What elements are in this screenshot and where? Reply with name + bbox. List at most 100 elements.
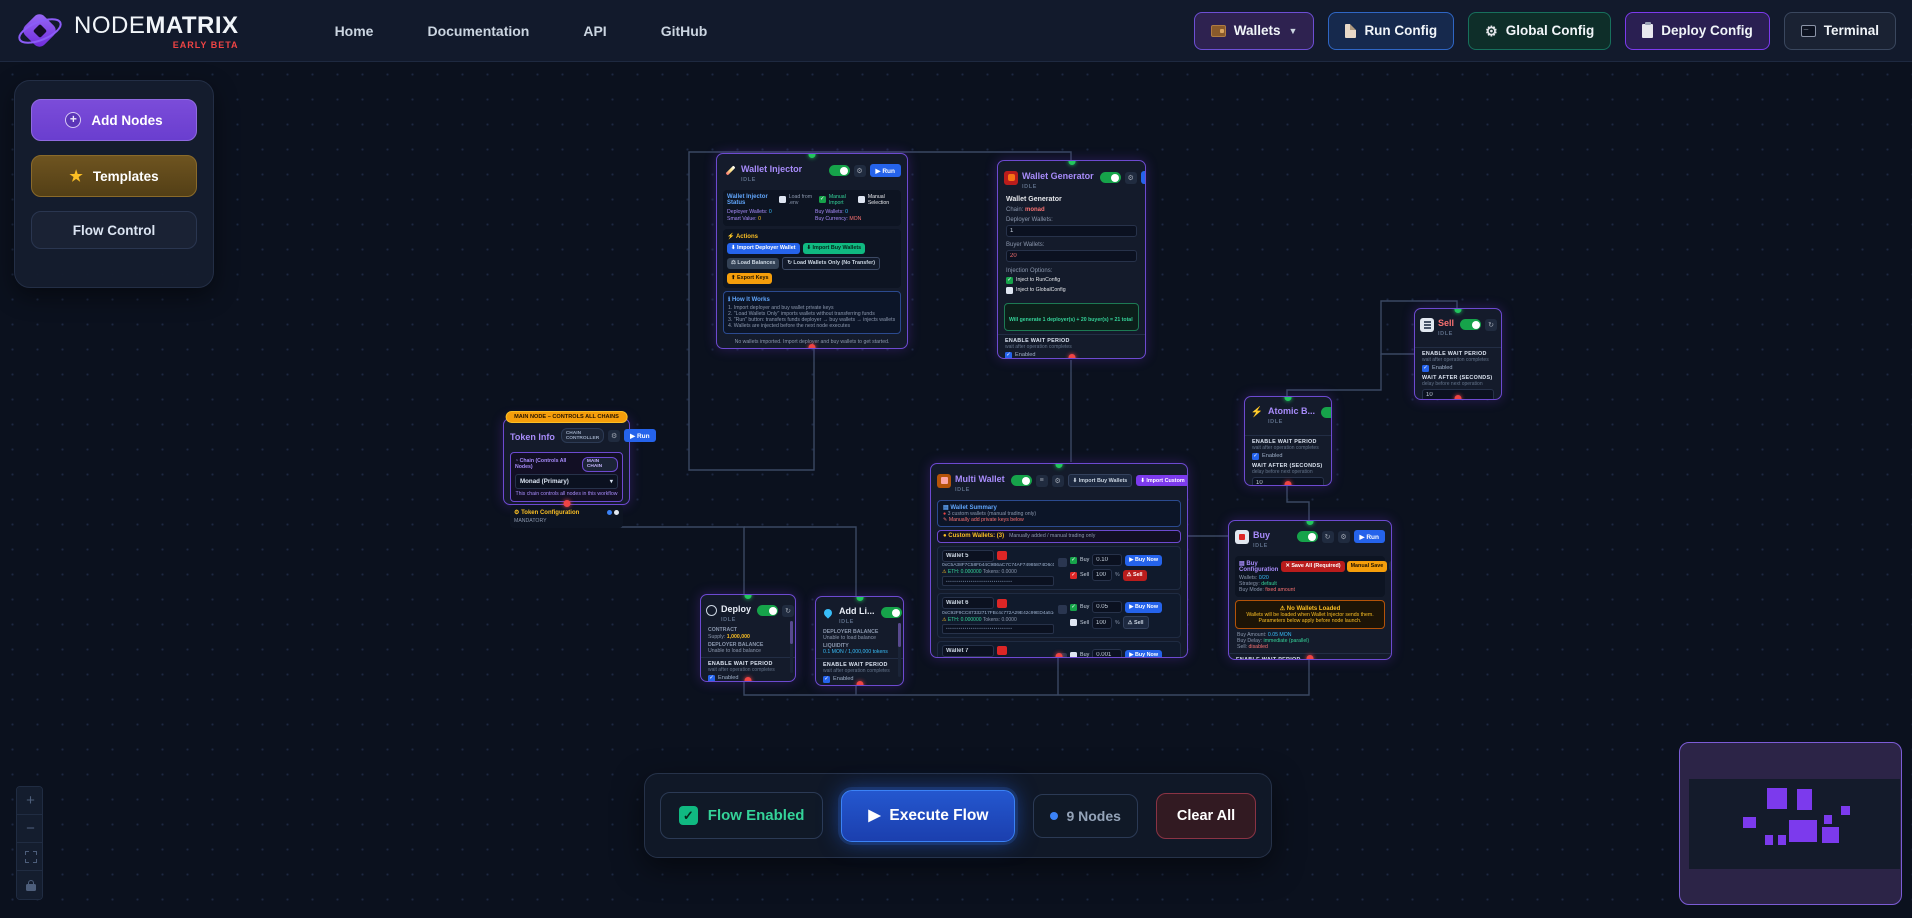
output-handle[interactable] xyxy=(1068,354,1075,359)
nav-link-github[interactable]: GitHub xyxy=(661,23,708,39)
checkbox[interactable] xyxy=(779,196,786,203)
enabled-checkbox[interactable] xyxy=(708,675,715,682)
inject-runconfig-checkbox[interactable] xyxy=(1006,277,1013,284)
node-refresh-icon[interactable]: ↻ xyxy=(1485,319,1497,331)
buy-amount-input[interactable] xyxy=(1092,601,1122,613)
node-wallet-injector[interactable]: Wallet InjectorIDLE ⚙ ▶ Run Wallet Injec… xyxy=(716,153,908,349)
node-run-button[interactable]: ▶ Run xyxy=(1354,530,1385,543)
node-enabled-toggle[interactable] xyxy=(1011,475,1032,486)
node-sell[interactable]: SellIDLE ↻ ⚙ ▶ Run ENABLE WAIT PERIOD wa… xyxy=(1414,308,1502,400)
buy-amount-input[interactable] xyxy=(1092,649,1122,658)
remove-wallet-button[interactable] xyxy=(997,551,1007,560)
node-settings-icon[interactable]: ⚙ xyxy=(1501,319,1502,331)
node-enabled-toggle[interactable] xyxy=(1100,172,1121,183)
import-deployer-button[interactable]: ⬇ Import Deployer Wallet xyxy=(727,243,800,254)
sell-checkbox[interactable] xyxy=(1070,619,1077,626)
execute-flow-button[interactable]: ▶Execute Flow xyxy=(841,790,1015,842)
sell-button[interactable]: ⚠ Sell xyxy=(1123,616,1149,629)
buy-now-button[interactable]: ▶ Buy Now xyxy=(1125,650,1162,658)
enabled-checkbox[interactable] xyxy=(1252,453,1259,460)
node-buy[interactable]: BuyIDLE ↻ ⚙ ▶ Run ▤ Buy Configuration ✕ … xyxy=(1228,520,1392,660)
output-handle[interactable] xyxy=(1307,655,1314,660)
buy-amount-input[interactable] xyxy=(1092,554,1122,566)
clear-all-button[interactable]: Clear All xyxy=(1156,793,1256,839)
remove-wallet-button[interactable] xyxy=(997,646,1007,655)
lock-button[interactable] xyxy=(17,871,43,899)
enabled-checkbox[interactable] xyxy=(1422,365,1429,372)
nav-link-home[interactable]: Home xyxy=(335,23,374,39)
node-scrollbar[interactable] xyxy=(790,621,793,673)
inject-globalconfig-checkbox[interactable] xyxy=(1006,287,1013,294)
trash-icon[interactable] xyxy=(1058,558,1067,567)
checkbox[interactable] xyxy=(819,196,826,203)
output-handle[interactable] xyxy=(745,677,752,682)
node-run-button[interactable]: ▶ Run xyxy=(870,164,901,177)
node-settings-icon[interactable]: ⚙ xyxy=(854,165,866,177)
buy-checkbox[interactable] xyxy=(1070,557,1077,564)
node-settings-icon[interactable]: ⚙ xyxy=(1125,172,1137,184)
sell-percent-input[interactable] xyxy=(1092,569,1112,581)
node-refresh-icon[interactable]: ↻ xyxy=(1322,531,1334,543)
deployer-wallets-input[interactable] xyxy=(1006,225,1137,237)
node-settings-icon[interactable]: ⚙ xyxy=(1052,475,1064,487)
buy-now-button[interactable]: ▶ Buy Now xyxy=(1125,555,1162,566)
load-wallets-only-button[interactable]: ↻ Load Wallets Only (No Transfer) xyxy=(782,257,880,270)
remove-wallet-button[interactable] xyxy=(997,599,1007,608)
flow-canvas[interactable]: +Add Nodes ★Templates Flow Control Walle… xyxy=(0,62,1912,918)
buy-now-button[interactable]: ▶ Buy Now xyxy=(1125,602,1162,613)
private-key-input[interactable]: •••••••••••••••••••••••••••••••• xyxy=(942,576,1054,586)
deploy-config-button[interactable]: Deploy Config xyxy=(1625,12,1770,50)
templates-button[interactable]: ★Templates xyxy=(31,155,197,197)
node-enabled-toggle[interactable] xyxy=(1321,407,1332,418)
export-keys-button[interactable]: ⬆ Export Keys xyxy=(727,273,772,284)
node-settings-icon[interactable]: ⚙ xyxy=(608,430,620,442)
node-enabled-toggle[interactable] xyxy=(829,165,850,176)
manual-save-button[interactable]: Manual Save xyxy=(1347,561,1388,572)
nav-link-api[interactable]: API xyxy=(583,23,606,39)
output-handle[interactable] xyxy=(563,500,570,507)
mode-manual-import[interactable]: Manual Import xyxy=(819,194,853,206)
node-enabled-toggle[interactable] xyxy=(881,607,902,618)
global-config-button[interactable]: ⚙Global Config xyxy=(1468,12,1611,50)
node-run-button[interactable]: ▶ Run xyxy=(1141,171,1146,184)
save-all-button[interactable]: ✕ Save All (Required) xyxy=(1281,561,1344,572)
buy-checkbox[interactable] xyxy=(1070,652,1077,658)
buy-checkbox[interactable] xyxy=(1070,604,1077,611)
node-run-button[interactable]: ▶ Run xyxy=(624,429,655,442)
expand-icon[interactable]: ▤ xyxy=(1389,561,1392,571)
flow-enabled-checkbox[interactable]: ✓ xyxy=(679,806,698,825)
node-scrollbar[interactable] xyxy=(898,623,901,677)
node-multi-wallet[interactable]: Multi WalletIDLE ≡ ⚙ ⬇ Import Buy Wallet… xyxy=(930,463,1188,658)
output-handle[interactable] xyxy=(809,344,816,349)
output-handle[interactable] xyxy=(856,681,863,686)
zoom-in-button[interactable]: + xyxy=(17,787,43,815)
wallet-name-input[interactable] xyxy=(942,645,994,657)
node-pause-icon[interactable]: ≡ xyxy=(1036,475,1048,487)
sell-button[interactable]: ⚠ Sell xyxy=(1123,570,1147,581)
enabled-checkbox[interactable] xyxy=(823,676,830,683)
terminal-button[interactable]: Terminal xyxy=(1784,12,1896,50)
import-custom-button[interactable]: ⬇ Import Custom xyxy=(1136,475,1188,486)
enabled-checkbox[interactable] xyxy=(1005,352,1012,359)
fit-view-button[interactable] xyxy=(17,843,43,871)
private-key-input[interactable]: •••••••••••••••••••••••••••••••• xyxy=(942,624,1054,634)
load-balances-button[interactable]: ⚖ Load Balances xyxy=(727,258,779,269)
run-config-button[interactable]: Run Config xyxy=(1328,12,1454,50)
node-refresh-icon[interactable]: ↻ xyxy=(782,605,794,617)
nav-link-documentation[interactable]: Documentation xyxy=(427,23,529,39)
add-nodes-button[interactable]: +Add Nodes xyxy=(31,99,197,141)
zoom-out-button[interactable]: − xyxy=(17,815,43,843)
output-handle[interactable] xyxy=(1285,481,1292,486)
node-wallet-generator[interactable]: Wallet GeneratorIDLE ⚙ ▶ Run Wallet Gene… xyxy=(997,160,1146,359)
output-handle[interactable] xyxy=(1455,395,1462,400)
chain-select[interactable]: Monad (Primary)▾ xyxy=(515,474,618,489)
wallet-name-input[interactable] xyxy=(942,597,994,609)
node-token-info[interactable]: MAIN NODE – CONTROLS ALL CHAINS Token In… xyxy=(503,418,630,505)
sell-checkbox[interactable] xyxy=(1070,572,1077,579)
buyer-wallets-input[interactable] xyxy=(1006,250,1137,262)
node-enabled-toggle[interactable] xyxy=(757,605,778,616)
flow-control-button[interactable]: Flow Control xyxy=(31,211,197,249)
wallet-name-input[interactable] xyxy=(942,550,994,562)
node-enabled-toggle[interactable] xyxy=(1460,319,1481,330)
output-handle[interactable] xyxy=(1056,653,1063,658)
